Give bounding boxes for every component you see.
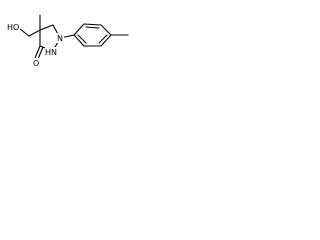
bond-aryl-2 [83,23,102,26]
hydroxyl-label: HO [7,23,19,32]
amide-nh-label-bg [45,47,59,57]
bond-aryl-1 [73,23,85,36]
bond-aryl-inner-2 [98,34,108,44]
chemical-structure-diagram: HO O HN N [7,14,129,68]
bond-aryl-inner-3 [77,34,87,44]
bond-aryl-4 [100,34,112,47]
bond-ch2-c4 [28,29,41,37]
bond-c3-o-a [34,45,41,59]
carbonyl-oxygen-label: O [33,59,39,68]
ring-nitrogen-label: N [57,34,63,43]
ring-nitrogen-label-bg [56,33,64,43]
bond-aryl-inner-1 [85,26,100,29]
bond-c3-o-b [37,46,44,60]
hydroxyl-label-bg [7,22,20,32]
bond-aryl-6 [73,34,85,47]
bond-ho-ch2 [19,28,30,37]
carbonyl-oxygen-label-bg [32,58,40,68]
bond-aryl-3 [100,24,112,36]
amide-nh-label: HN [45,48,57,57]
bond-c4-c5 [39,24,54,31]
